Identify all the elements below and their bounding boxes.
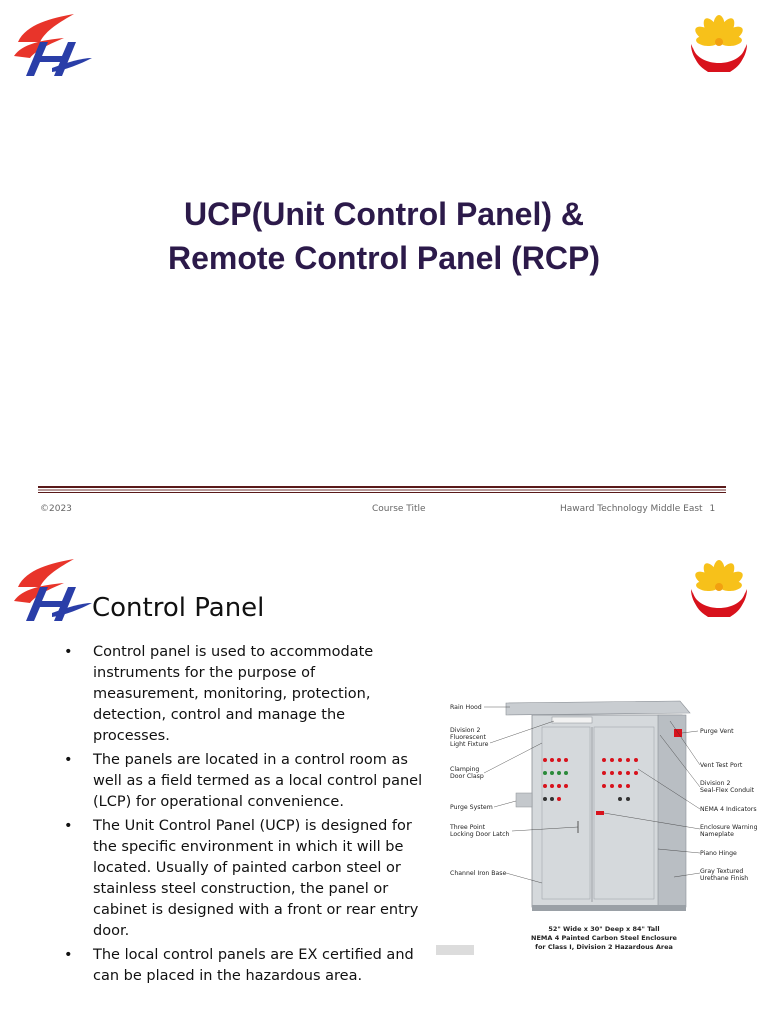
petrochina-logo-icon	[691, 15, 747, 72]
footer-company: Haward Technology Middle East 1	[560, 504, 715, 514]
label-nameplate: Nameplate	[700, 831, 734, 838]
grey-tab	[436, 945, 474, 955]
footer-page-number: 1	[709, 504, 716, 514]
nema-4-indicators	[543, 758, 638, 801]
bullet-dot: •	[64, 752, 73, 768]
rain-hood	[505, 700, 691, 716]
purge-system	[515, 792, 533, 808]
bullet-text: Control panel is used to accommodate ins…	[93, 644, 374, 744]
figure-caption-line-3: for Class I, Division 2 Hazardous Area	[535, 943, 673, 951]
label-nema-4-indicators: NEMA 4 Indicators	[700, 806, 757, 813]
cabinet-side	[657, 714, 687, 908]
label-urethane-finish: Urethane Finish	[700, 875, 748, 882]
footer-rule-mid	[38, 489, 726, 491]
label-enclosure-warning: Enclosure Warning	[700, 824, 758, 831]
haward-logo-icon	[14, 559, 92, 621]
list-item: • The Unit Control Panel (UCP) is designe…	[64, 816, 424, 942]
footer-rule-top	[38, 486, 726, 488]
label-clamping: Clamping	[450, 766, 479, 773]
title-slide: UCP(Unit Control Panel) & Remote Control…	[0, 14, 768, 514]
petrochina-logo-icon	[691, 560, 747, 617]
cabinet-body	[531, 714, 683, 908]
title-line-1: UCP(Unit Control Panel) &	[184, 196, 584, 232]
figure-caption-line-2: NEMA 4 Painted Carbon Steel Enclosure	[531, 934, 677, 942]
label-channel-iron-base: Channel Iron Base	[450, 870, 507, 877]
control-panel-figure: Rain Hood Division 2 Fluorescent Light F…	[436, 700, 758, 955]
footer-company-name: Haward Technology Middle East	[560, 504, 703, 514]
light-fixture	[551, 716, 593, 724]
leader-lines	[483, 706, 701, 884]
left-door	[541, 726, 591, 900]
warning-nameplate	[596, 811, 604, 815]
label-division-2: Division 2	[450, 727, 480, 734]
footer-rule-bottom	[38, 492, 726, 493]
label-three-point: Three Point	[449, 824, 486, 831]
label-vent-test-port: Vent Test Port	[700, 762, 743, 769]
channel-iron-base	[532, 905, 686, 911]
bullet-list: • Control panel is used to accommodate in…	[64, 642, 424, 990]
label-light-fixture: Light Fixture	[450, 741, 489, 748]
right-door	[593, 726, 655, 900]
label-locking-door-latch: Locking Door Latch	[450, 831, 510, 838]
bullet-dot: •	[64, 644, 73, 660]
title-line-2: Remote Control Panel (RCP)	[167, 240, 601, 276]
bullet-text: The local control panels are EX certifie…	[93, 947, 414, 984]
label-fluorescent: Fluorescent	[450, 734, 487, 741]
haward-logo-icon	[14, 14, 92, 76]
slide-title: UCP(Unit Control Panel) & Remote Control…	[0, 192, 768, 280]
list-item: • The panels are located in a control roo…	[64, 750, 424, 813]
label-gray-textured: Gray Textured	[700, 868, 743, 875]
figure-caption-line-1: 52" Wide x 30" Deep x 84" Tall	[548, 925, 659, 933]
label-rain-hood: Rain Hood	[450, 704, 482, 711]
label-division-2-right: Division 2	[700, 780, 730, 787]
bullet-dot: •	[64, 818, 73, 834]
footer-copyright: ©2023	[40, 504, 72, 514]
bullet-dot: •	[64, 947, 73, 963]
footer-course-title: Course Title	[372, 504, 426, 514]
list-item: • Control panel is used to accommodate in…	[64, 642, 424, 747]
bullet-text: The Unit Control Panel (UCP) is designed…	[93, 818, 419, 939]
label-seal-flex-conduit: Seal-Flex Conduit	[700, 787, 755, 794]
label-piano-hinge: Piano Hinge	[700, 850, 737, 857]
label-purge-vent: Purge Vent	[700, 728, 734, 735]
bullet-text: The panels are located in a control room…	[93, 752, 423, 810]
label-door-clasp: Door Clasp	[450, 773, 484, 780]
content-slide: Control Panel • Control panel is used to …	[0, 537, 768, 1024]
label-purge-system: Purge System	[450, 804, 493, 811]
list-item: • The local control panels are EX certifi…	[64, 945, 424, 987]
slide-title: Control Panel	[92, 593, 265, 623]
